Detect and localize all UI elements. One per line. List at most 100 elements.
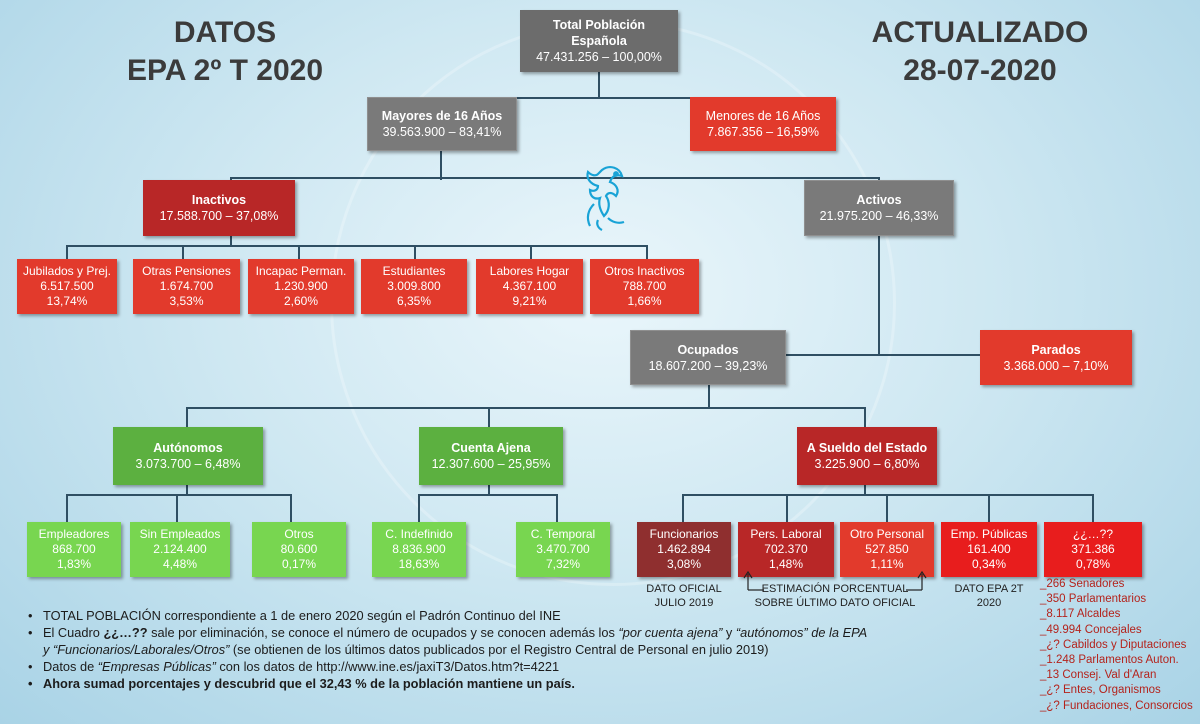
child-pct: 3,53% bbox=[169, 294, 204, 308]
footnote-4: Ahora sumad porcentajes y descubrid que … bbox=[28, 675, 868, 692]
menores-box: Menores de 16 Años 7.867.356 – 16,59% bbox=[690, 97, 836, 151]
total-value: 47.431.256 – 100,00% bbox=[536, 50, 662, 64]
estado-child-box: Pers. Laboral 702.370 1,48% bbox=[738, 522, 834, 577]
child-value: 702.370 bbox=[764, 542, 808, 556]
total-title-line1: Total Población bbox=[552, 18, 646, 32]
connector bbox=[440, 150, 442, 180]
child-pct: 2,60% bbox=[283, 294, 319, 308]
child-title: C. Indefinido bbox=[385, 527, 453, 541]
connector bbox=[864, 485, 866, 495]
total-poblacion-box: Total Población Española 47.431.256 – 10… bbox=[520, 10, 678, 72]
estimacion-note: ESTIMACIÓN PORCENTUAL SOBRE ÚLTIMO DATO … bbox=[740, 582, 930, 610]
child-title: Incapac Perman. bbox=[255, 264, 347, 278]
footnote-2-text: sale por eliminación, se conoce el númer… bbox=[147, 625, 619, 640]
child-pct: 0,34% bbox=[971, 557, 1007, 571]
footnote-3-quote: “Empresas Públicas” bbox=[97, 659, 216, 674]
connector bbox=[418, 494, 420, 522]
connector bbox=[786, 494, 788, 522]
footnote-2-quote: “por cuenta ajena” bbox=[618, 625, 723, 640]
child-pct: 18,63% bbox=[398, 557, 440, 571]
child-title: Estudiantes bbox=[382, 264, 446, 278]
header-right-line1: ACTUALIZADO bbox=[871, 16, 1089, 49]
child-title: Labores Hogar bbox=[489, 264, 570, 278]
parados-title: Parados bbox=[1031, 342, 1081, 357]
estado-box: A Sueldo del Estado 3.225.900 – 6,80% bbox=[797, 427, 937, 485]
cuenta-ajena-title: Cuenta Ajena bbox=[451, 441, 531, 455]
connector bbox=[186, 485, 188, 495]
header-right: ACTUALIZADO 28-07-2020 bbox=[860, 14, 1100, 90]
estado-title: A Sueldo del Estado bbox=[806, 441, 928, 455]
estado-child-box: Otro Personal 527.850 1,11% bbox=[840, 522, 934, 577]
child-value: 3.009.800 bbox=[387, 279, 441, 293]
list-item: _8.117 Alcaldes bbox=[1040, 608, 1121, 621]
footnote-2-mark: ¿¿…?? bbox=[103, 625, 148, 640]
child-pct: 0,78% bbox=[1075, 557, 1111, 571]
child-title: Pers. Laboral bbox=[750, 527, 822, 541]
list-item: _¿? Entes, Organismos bbox=[1040, 684, 1161, 697]
child-pct: 0,17% bbox=[281, 557, 317, 571]
child-value: 527.850 bbox=[865, 542, 909, 556]
footnote-2-text: El Cuadro bbox=[43, 625, 104, 640]
child-value: 2.124.400 bbox=[153, 542, 207, 556]
activos-value: 21.975.200 – 46,33% bbox=[819, 209, 939, 223]
child-title: Otros Inactivos bbox=[604, 264, 685, 278]
child-title: Funcionarios bbox=[649, 527, 719, 541]
footnote-2-text: de la EPA y bbox=[43, 625, 867, 657]
connector bbox=[710, 354, 980, 356]
inactivos-child-box: Labores Hogar 4.367.100 9,21% bbox=[476, 259, 583, 314]
child-title: Emp. Públicas bbox=[950, 527, 1028, 541]
footnote-3-text: Datos de bbox=[43, 659, 98, 674]
child-value: 1.462.894 bbox=[657, 542, 711, 556]
footnote-2: El Cuadro ¿¿…?? sale por eliminación, se… bbox=[28, 624, 868, 658]
footnote-3: Datos de “Empresas Públicas” con los dat… bbox=[28, 658, 868, 675]
connector bbox=[418, 494, 558, 496]
connector bbox=[230, 177, 880, 179]
parados-box: Parados 3.368.000 – 7,10% bbox=[980, 330, 1132, 385]
connector bbox=[182, 245, 184, 259]
child-pct: 4,48% bbox=[162, 557, 198, 571]
child-title: Otros bbox=[284, 527, 314, 541]
autonomos-child-box: Empleadores 868.700 1,83% bbox=[27, 522, 121, 577]
child-title: Empleadores bbox=[38, 527, 110, 541]
connector bbox=[290, 494, 292, 522]
child-value: 1.674.700 bbox=[159, 279, 214, 293]
connector bbox=[1092, 494, 1094, 522]
footnote-3-link-text: con los datos de http://www.ine.es/jaxiT… bbox=[215, 659, 560, 674]
list-item: _¿? Fundaciones, Consorcios bbox=[1040, 699, 1193, 712]
child-pct: 1,83% bbox=[56, 557, 92, 571]
dato-oficial-line2: JULIO 2019 bbox=[654, 597, 714, 609]
child-pct: 9,21% bbox=[512, 294, 547, 308]
inactivos-title: Inactivos bbox=[191, 193, 247, 207]
child-title: Sin Empleados bbox=[139, 527, 221, 541]
activos-title: Activos bbox=[856, 193, 902, 207]
estimation-bracket-arrows bbox=[743, 570, 927, 591]
connector bbox=[298, 245, 300, 259]
connector bbox=[186, 407, 866, 409]
mayores-box: Mayores de 16 Años 39.563.900 – 83,41% bbox=[367, 97, 517, 151]
connector bbox=[440, 97, 760, 99]
inactivos-child-box: Incapac Perman. 1.230.900 2,60% bbox=[248, 259, 354, 314]
child-value: 868.700 bbox=[52, 542, 96, 556]
child-value: 3.470.700 bbox=[536, 542, 590, 556]
child-title: Otro Personal bbox=[849, 527, 925, 541]
list-item: _13 Consej. Val d'Aran bbox=[1040, 669, 1157, 682]
estimacion-line2: SOBRE ÚLTIMO DATO OFICIAL bbox=[754, 597, 916, 609]
child-title: ¿¿…?? bbox=[1072, 527, 1113, 541]
autonomos-child-box: Sin Empleados 2.124.400 4,48% bbox=[130, 522, 230, 577]
child-value: 80.600 bbox=[280, 542, 318, 556]
connector bbox=[186, 407, 188, 427]
connector bbox=[488, 485, 490, 495]
list-item: _49.994 Concejales bbox=[1040, 623, 1142, 636]
ocupados-title: Ocupados bbox=[677, 342, 739, 357]
connector bbox=[682, 494, 684, 522]
connector bbox=[682, 494, 1094, 496]
connector bbox=[230, 236, 232, 246]
inactivos-box: Inactivos 17.588.700 – 37,08% bbox=[143, 180, 295, 236]
child-pct: 3,08% bbox=[666, 557, 702, 571]
connector bbox=[488, 407, 490, 427]
child-pct: 1,11% bbox=[870, 557, 904, 571]
child-value: 8.836.900 bbox=[392, 542, 446, 556]
connector bbox=[708, 385, 710, 409]
footnote-1: TOTAL POBLACIÓN correspondiente a 1 de e… bbox=[28, 607, 868, 624]
dato-oficial-note: DATO OFICIAL JULIO 2019 bbox=[637, 582, 731, 610]
